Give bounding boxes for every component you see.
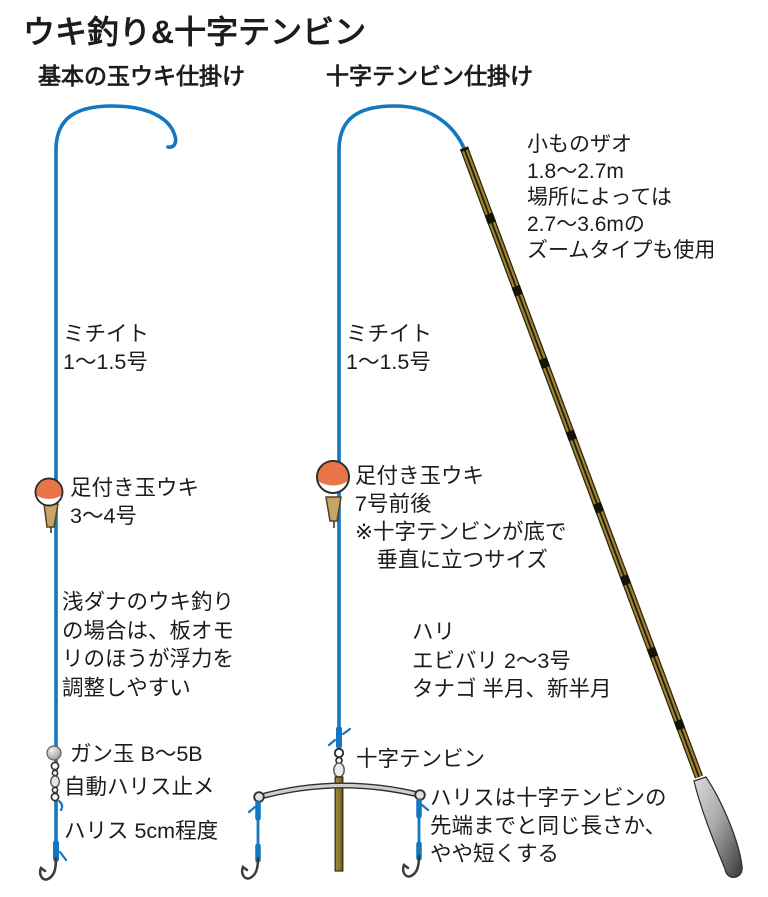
tenbin-label: 十字テンビン [356,747,486,771]
right-main-line [337,104,466,738]
right-float-label: 足付き玉ウキ 7号前後 ※十字テンビンが底で 垂直に立つサイズ [355,464,567,572]
right-rig-heading: 十字テンビン仕掛け [326,63,533,89]
rod-spec-note: 小ものザオ 1.8〜2.7m 場所によっては 2.7〜3.6mの ズームタイプも… [527,133,716,262]
tenbin-leader-note: ハリスは十字テンビンの 先端までと同じ長さか、 やや短くする [430,786,667,866]
left-mainline-label: ミチイト 1〜1.5号 [63,322,150,374]
left-leader-label: ハリス 5cm程度 [64,819,219,843]
hook-spec-note: ハリ エビバリ 2〜3号 タナゴ 半月、新半月 [412,620,612,701]
page-title: ウキ釣り&十字テンビン [23,14,367,50]
left-weight-note: 浅ダナのウキ釣り の場合は、板オモ リのほうが浮力を 調整しやすい [62,590,235,700]
left-float [34,477,64,533]
right-mainline-label: ミチイト 1〜1.5号 [346,322,433,374]
cross-tenbin [253,726,426,872]
tenbin-left-leader-hook [240,800,261,880]
left-float-label: 足付き玉ウキ 3〜4号 [70,476,200,528]
tenbin-right-leader-hook [401,798,430,878]
fishing-rod [459,146,743,878]
split-shot-label: ガン玉 B〜5B [70,742,203,766]
auto-leader-stopper [50,761,64,812]
stopper-label: 自動ハリス止メ [64,775,215,799]
left-hook [38,840,68,881]
left-rig-heading: 基本の玉ウキ仕掛け [38,63,245,89]
right-float [316,460,350,528]
left-main-line [54,104,178,847]
rod-grip [693,776,743,878]
split-shot-sinker [46,745,62,761]
tenbin-stem [334,776,344,872]
